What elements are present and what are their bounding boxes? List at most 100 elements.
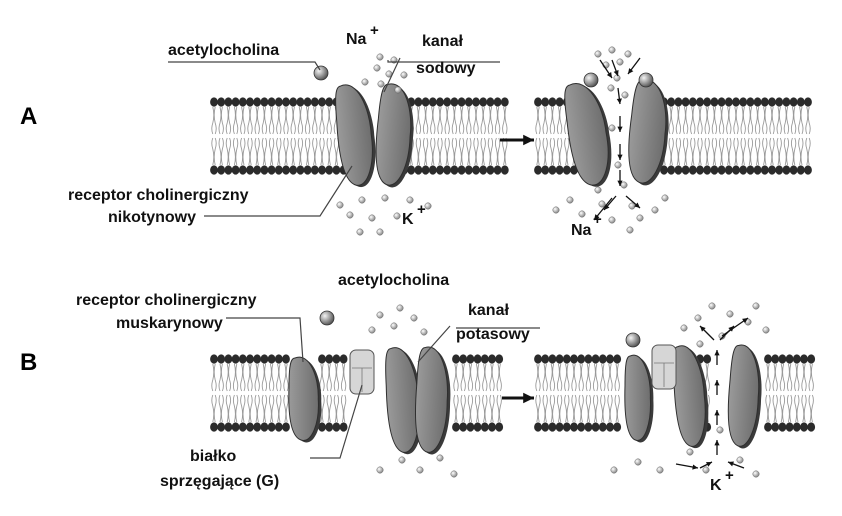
na-flow-arrow — [617, 144, 623, 160]
arrow-head — [523, 392, 534, 404]
ion-dot — [390, 322, 398, 330]
label-k-a: K — [402, 211, 414, 228]
ion-dot — [680, 324, 688, 332]
lipid-head-bottom — [800, 422, 808, 432]
arrow-head — [714, 350, 720, 356]
lipid-head-top — [792, 354, 801, 364]
ion-dot — [752, 302, 760, 310]
lipid-head-bottom — [282, 422, 290, 432]
lipid-head-top — [667, 97, 676, 107]
arrow-head — [628, 68, 634, 74]
label-channel-type-b: potasowy — [456, 326, 530, 343]
membrane-b-left-part3 — [452, 354, 504, 432]
leader-channel-a — [383, 57, 500, 93]
k-flow-arrow — [727, 461, 745, 469]
label-channel-type-a: sodowy — [416, 60, 476, 77]
k-flow-arrow — [714, 410, 720, 425]
ion-dot — [368, 326, 376, 334]
lipid-head-bottom — [210, 165, 218, 175]
lipid-head-bottom — [764, 422, 772, 432]
lipid-head-top — [598, 354, 607, 364]
ion-dot — [651, 206, 659, 214]
label-receptor-type-b: muskarynowy — [116, 315, 223, 332]
ion-dot — [356, 228, 364, 236]
protein-body — [727, 344, 760, 447]
potassium-channel-right — [414, 346, 451, 455]
na-flow-arrow — [593, 197, 613, 221]
lipid-head-bottom — [555, 422, 564, 432]
membrane-a-left-part1 — [210, 97, 348, 175]
ion-dot — [613, 74, 621, 82]
membrane-a-right-part2 — [660, 97, 812, 175]
ion-dot — [420, 328, 428, 336]
lipid-head-bottom — [332, 422, 341, 432]
na-flow-arrow — [627, 57, 641, 75]
lipid-head-bottom — [296, 165, 305, 175]
acetylcholine-molecule-a — [313, 65, 329, 81]
lipid-head-top — [562, 354, 571, 364]
lipid-head-top — [479, 97, 488, 107]
lipid-head-top — [486, 97, 495, 107]
arrow-head — [692, 464, 698, 470]
label-ach-a: acetylocholina — [168, 42, 279, 59]
lipid-head-top — [231, 354, 240, 364]
ion-dot — [416, 466, 424, 474]
lipid-head-bottom — [500, 165, 509, 175]
label-ach-b: acetylocholina — [338, 272, 449, 289]
lipid-head-top — [703, 354, 712, 364]
lipid-head-bottom — [260, 165, 269, 175]
lipid-head-top — [739, 97, 748, 107]
ion-dot — [752, 470, 760, 478]
lipid-head-bottom — [274, 422, 283, 432]
lipid-head-bottom — [231, 165, 240, 175]
na-flow-arrow — [617, 116, 623, 132]
ion-dot — [398, 456, 406, 464]
lipid-head-top — [548, 354, 557, 364]
membrane-a-left-part2 — [400, 97, 509, 175]
lipid-head-bottom — [246, 165, 254, 175]
label-na-bottom: Na — [571, 222, 592, 239]
acetylcholine-bound-b — [625, 332, 641, 348]
lipid-head-bottom — [789, 165, 798, 175]
label-receptor-b: receptor cholinergiczny — [76, 292, 257, 309]
lipid-head-bottom — [785, 422, 794, 432]
lipid-head-bottom — [339, 422, 348, 432]
nicotinic-receptor-subunit-left — [335, 84, 376, 187]
lipid-head-bottom — [724, 165, 733, 175]
arrow-head — [714, 410, 720, 416]
lipid-head-bottom — [667, 165, 676, 175]
nicotinic-receptor-open-left — [564, 83, 612, 187]
lipid-head-top — [217, 97, 226, 107]
lipid-head-top — [555, 354, 564, 364]
lipid-head-bottom — [253, 422, 262, 432]
transition-arrow-a — [500, 134, 534, 146]
lipid-head-top — [785, 354, 794, 364]
lipid-head-top — [332, 354, 341, 364]
lipid-head-bottom — [548, 165, 557, 175]
ion-dot — [610, 466, 618, 474]
lipid-head-bottom — [479, 165, 488, 175]
na-flow-arrow — [599, 59, 613, 79]
lipid-head-top — [771, 354, 780, 364]
lipid-head-bottom — [224, 422, 233, 432]
lipid-head-bottom — [210, 422, 218, 432]
protein-body — [385, 347, 420, 453]
lipid-head-bottom — [807, 422, 816, 432]
arrow-head — [606, 72, 612, 78]
lipid-head-bottom — [267, 422, 276, 432]
lipid-head-top — [210, 354, 218, 364]
lipid-head-top — [339, 354, 348, 364]
ion-dot — [450, 470, 458, 478]
ion-dot — [694, 314, 702, 322]
lipid-head-top — [613, 354, 622, 364]
leader-ach-a — [168, 61, 321, 71]
charge-k-a: + — [417, 201, 426, 218]
lipid-head-top — [493, 97, 502, 107]
lipid-head-top — [584, 354, 593, 364]
lipid-head-bottom — [768, 165, 776, 175]
label-k-b: K — [710, 477, 722, 494]
lipid-head-top — [495, 354, 504, 364]
lipid-head-bottom — [495, 422, 504, 432]
k-flow-arrow — [675, 463, 699, 470]
protein-body — [414, 346, 449, 453]
